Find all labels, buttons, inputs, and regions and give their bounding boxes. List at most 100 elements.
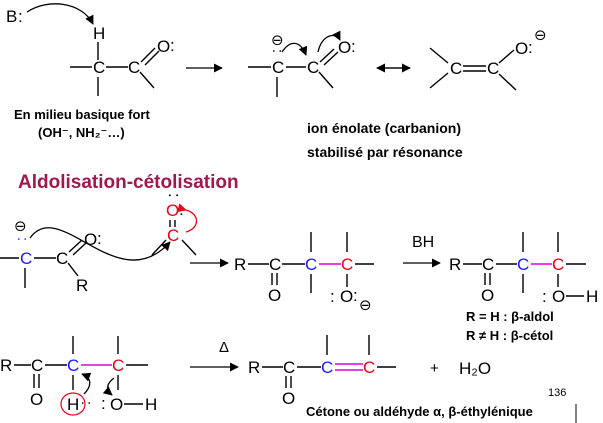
curved-arrow-elimination xyxy=(81,372,92,395)
carbonyl-oxygen: O xyxy=(84,230,97,249)
conditions-line1: En milieu basique fort xyxy=(14,107,150,122)
carbanion-charge: ⊖ xyxy=(271,32,284,49)
alpha-carbon: C xyxy=(517,255,529,274)
electron-dots: : xyxy=(78,401,95,405)
bond xyxy=(67,262,79,277)
proton-source: BH xyxy=(412,234,434,251)
curved-arrow-pi-bond xyxy=(317,30,341,53)
hydroxyl-oxygen: O xyxy=(552,287,565,306)
carbonyl-oxygen: O xyxy=(268,286,281,305)
curved-arrow-leaving-group xyxy=(102,377,115,396)
alpha-carbon: C xyxy=(321,358,333,377)
oxygen-charge: ⊖ xyxy=(359,297,372,314)
c-o-double-bond xyxy=(323,51,339,66)
c-o-double-bond xyxy=(72,242,87,256)
bond xyxy=(139,71,155,89)
alkoxide-oxygen: O xyxy=(340,287,353,306)
electrophile-oxygen: O xyxy=(166,201,179,220)
carbanion-charge: ⊖ xyxy=(14,218,27,235)
carbonyl-carbon: C xyxy=(307,58,319,77)
beta-carbon: C xyxy=(552,255,564,274)
oxygen-lone-pair: : xyxy=(542,287,547,306)
curved-arrow-red xyxy=(176,203,198,233)
enolate-label-line2: stabilisé par résonance xyxy=(307,144,463,160)
alpha-carbon: C xyxy=(305,255,317,274)
carbanion-carbon: C xyxy=(272,58,284,77)
carbonyl-carbon: C xyxy=(56,249,68,268)
unsaturated-product: R C O C C xyxy=(248,335,396,408)
oxygen-lone-pair: : xyxy=(528,38,533,57)
hydroxyl-oxygen: O xyxy=(110,395,123,414)
aldol-product: R C O C C : O H xyxy=(449,232,598,306)
r-group: R xyxy=(449,255,461,274)
c-o-double-bond xyxy=(68,239,83,253)
electrophile-carbonyl: : O : C xyxy=(151,193,198,256)
bond xyxy=(498,73,517,91)
carbonyl-oxygen: O xyxy=(157,37,170,56)
oxygen-lone-pair: : xyxy=(170,36,175,55)
bond xyxy=(429,47,449,64)
base-lone-pair: : xyxy=(18,7,23,26)
enolate-oxygen: O xyxy=(515,39,528,58)
hydroxyl-hydrogen: H xyxy=(145,395,157,414)
c-o-double-bond xyxy=(140,47,156,63)
plus-sign: + xyxy=(430,360,439,377)
oxygen-lone-pair: : xyxy=(353,286,358,305)
oxygen-charge: ⊖ xyxy=(534,27,547,44)
deprotonation-step: B : H C C O : En milieu basique fort (OH… xyxy=(6,3,175,140)
enolate-ion: ⊖ : C C O : xyxy=(248,30,356,97)
enolate-label-line1: ion énolate (carbanion) xyxy=(307,120,461,136)
c-o-double-bond xyxy=(144,50,160,66)
enolate-resonance-form: C C O : ⊖ xyxy=(429,27,547,91)
alpha-hydrogen: H xyxy=(93,24,105,43)
oxygen-lone-pair: : xyxy=(97,229,102,248)
carbonyl-carbon: C xyxy=(283,358,295,377)
carbonyl-carbon: C xyxy=(31,356,43,375)
ketol-label: R ≠ H : β-cétol xyxy=(466,328,553,343)
section-title: Aldolisation-cétolisation xyxy=(18,172,239,193)
oxygen-lone-pair: : xyxy=(351,37,356,56)
oxygen-lone-pair: : xyxy=(330,287,335,306)
beta-carbon: C xyxy=(112,356,124,375)
alpha-carbon: C xyxy=(67,356,79,375)
bond xyxy=(318,71,334,89)
carbonyl-oxygen: O xyxy=(338,38,351,57)
beta-carbon: C xyxy=(341,255,353,274)
aldol-label: R = H : β-aldol xyxy=(466,309,554,324)
bond xyxy=(151,239,167,256)
alkoxide-intermediate: R C O C C : O : ⊖ xyxy=(234,232,374,314)
page-number: 136 xyxy=(548,387,566,399)
highlighted-hydrogen-circle xyxy=(60,392,86,416)
beta-carbon: C xyxy=(363,358,375,377)
hydroxyl-hydrogen: H xyxy=(586,287,598,306)
alkene-carbon: C xyxy=(450,59,462,78)
c-o-double-bond xyxy=(319,48,335,63)
enolate-nucleophile: ⊖ : C C O : R xyxy=(0,218,171,295)
alpha-hydrogen: H xyxy=(67,395,79,414)
oxygen-lone-pair: : xyxy=(101,394,106,413)
c-o-bond xyxy=(498,49,515,64)
carbonyl-carbon: C xyxy=(269,255,281,274)
conditions-line2: (OH⁻, NH₂⁻…) xyxy=(38,125,125,140)
curved-arrow-carbanion xyxy=(281,42,308,56)
carbonyl-carbon: C xyxy=(482,255,494,274)
carbanion-lone-pair: : xyxy=(269,49,286,53)
curved-arrow-nucleophilic-attack xyxy=(29,227,171,261)
electrophile-carbon: C xyxy=(167,226,179,245)
oxygen-lone-pair-top: : xyxy=(165,193,184,198)
product-label: Cétone ou aldéhyde α, β-éthylénique xyxy=(306,404,533,419)
water-formula: H₂O xyxy=(459,359,491,378)
carbonyl-oxygen: O xyxy=(30,390,43,409)
r-group: R xyxy=(234,255,246,274)
carbanion-lone-pair: : xyxy=(14,237,31,241)
carbonyl-oxygen: O xyxy=(282,389,295,408)
bond xyxy=(429,72,449,89)
alpha-carbon: C xyxy=(93,58,105,77)
oxygen-lone-pair: : xyxy=(179,200,184,219)
bond xyxy=(181,239,197,256)
carbonyl-carbon: C xyxy=(128,58,140,77)
carbonyl-oxygen: O xyxy=(481,286,494,305)
r-group: R xyxy=(76,276,88,295)
r-group: R xyxy=(248,358,260,377)
